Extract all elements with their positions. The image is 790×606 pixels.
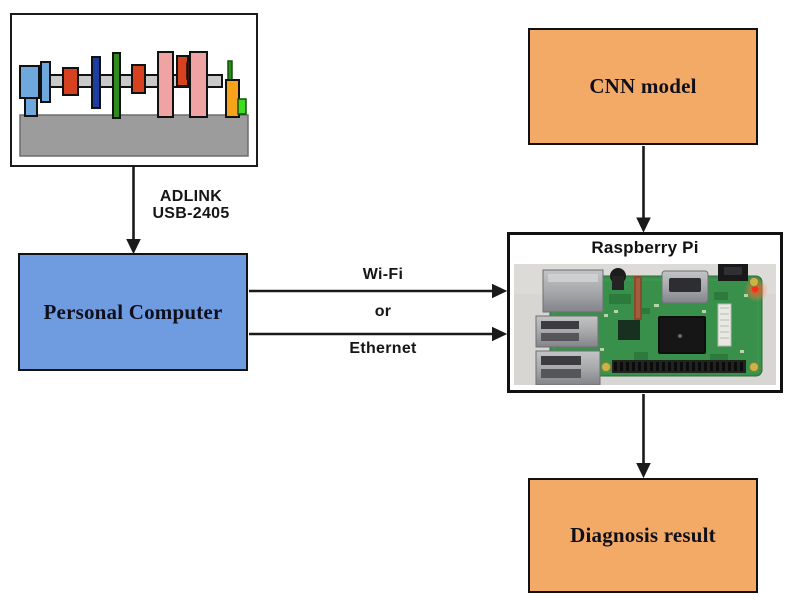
wifi-edge-label: Wi-Fi — [362, 266, 404, 283]
rig-disc-navy — [91, 56, 101, 109]
personal-computer-box: Personal Computer — [18, 253, 248, 371]
rig-base — [19, 114, 249, 157]
rig-sensor-square-green — [237, 98, 247, 115]
rig-disc-pink-1 — [157, 51, 174, 118]
cnn-model-box: CNN model — [528, 28, 758, 145]
camera-connector — [717, 303, 732, 347]
daq-edge-label: ADLINK USB-2405 — [135, 188, 247, 222]
rig-disc-green — [112, 52, 121, 119]
rig-bearing-red-2 — [131, 64, 146, 94]
mounting-hole — [749, 362, 759, 372]
mounting-hole — [749, 277, 759, 287]
arrow-cnn-to-rpi — [636, 146, 651, 233]
raspberry-pi-photo — [514, 264, 776, 385]
ethernet-edge-label: Ethernet — [349, 340, 417, 357]
diagnosis-result-box: Diagnosis result — [528, 478, 758, 593]
or-edge-label: or — [374, 303, 392, 320]
test-rig-illustration — [19, 51, 249, 157]
rig-coupling-disc-blue — [40, 61, 51, 103]
rig-bearing-red-1 — [62, 67, 79, 96]
diagnosis-result-label: Diagnosis result — [570, 523, 716, 547]
arrow-pc-to-rpi-ethernet — [249, 326, 508, 342]
arrow-rpi-to-diagnosis — [636, 394, 651, 479]
mounting-hole — [601, 362, 611, 372]
raspberry-pi-board-illustration — [514, 264, 776, 385]
raspberry-pi-label: Raspberry Pi — [591, 238, 699, 257]
test-rig-box — [10, 13, 258, 167]
raspberry-pi-box: Raspberry Pi — [507, 232, 783, 393]
rig-motor-body — [19, 65, 40, 99]
lan-chip — [618, 320, 640, 340]
arrow-pc-to-rpi-wifi — [249, 283, 508, 299]
rig-disc-pink-2 — [189, 51, 208, 118]
personal-computer-label: Personal Computer — [43, 299, 223, 324]
usb-port-top — [535, 315, 599, 348]
cnn-model-label: CNN model — [589, 74, 697, 98]
rig-sensor-orange — [225, 79, 240, 118]
daq-label-line1: ADLINK — [159, 188, 223, 205]
daq-label-line2: USB-2405 — [152, 205, 230, 222]
